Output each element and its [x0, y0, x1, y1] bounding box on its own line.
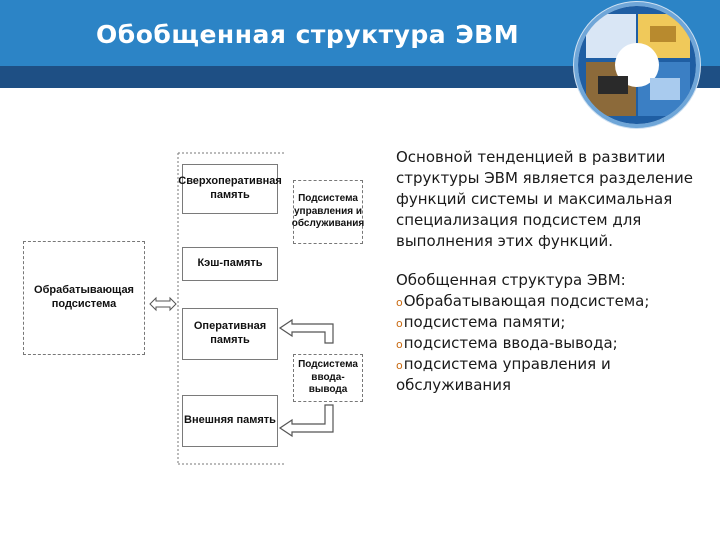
bullet-icon: o — [396, 317, 403, 330]
list-item: oподсистема ввода-вывода; — [396, 333, 714, 354]
list-item-text: подсистема памяти; — [403, 313, 566, 331]
external-memory-block: Внешняя память — [182, 395, 278, 447]
io-to-external-arrow — [278, 404, 334, 438]
processing-subsystem-label: Обрабатывающая подсистема — [34, 284, 134, 310]
processing-subsystem-block: Обрабатывающая подсистема — [23, 241, 145, 355]
external-memory-label: Внешняя память — [184, 414, 276, 427]
list-item: oподсистема памяти; — [396, 312, 714, 333]
ram-label: Оперативная память — [193, 320, 267, 346]
slide-title: Обобщенная структура ЭВМ — [96, 20, 520, 49]
bullet-icon: o — [396, 296, 403, 309]
bullet-icon: o — [396, 338, 403, 351]
control-subsystem-label: Подсистема управления и обслуживания — [291, 193, 365, 230]
list-item-text: Обрабатывающая подсистема; — [403, 292, 650, 310]
bullet-icon: o — [396, 359, 403, 372]
list-title: Обобщенная структура ЭВМ: — [396, 271, 626, 289]
cache-memory-block: Кэш-память — [182, 247, 278, 281]
super-memory-label: Сверхоперативная память — [178, 175, 282, 201]
super-memory-block: Сверхоперативная память — [178, 164, 282, 214]
double-arrow-icon — [149, 296, 177, 312]
io-subsystem-label: Подсистема ввода-вывода — [298, 359, 358, 396]
cache-memory-label: Кэш-память — [197, 257, 263, 270]
text-panel: Основной тенденцией в развитии структуры… — [396, 147, 714, 396]
list-item-text: подсистема управления и обслуживания — [396, 355, 611, 394]
io-to-ram-arrow — [278, 318, 334, 344]
list-item-text: подсистема ввода-вывода; — [403, 334, 618, 352]
control-subsystem-block: Подсистема управления и обслуживания — [291, 180, 365, 244]
intro-paragraph: Основной тенденцией в развитии структуры… — [396, 148, 694, 250]
list-item: oОбрабатывающая подсистема; — [396, 291, 714, 312]
header-band — [0, 66, 720, 88]
io-subsystem-block: Подсистема ввода-вывода — [293, 354, 363, 402]
computer-structure-diagram: Обрабатывающая подсистема Сверхоперативн… — [0, 140, 390, 480]
ram-block: Оперативная память — [182, 308, 278, 360]
list-item: oподсистема управления и обслуживания — [396, 354, 714, 396]
computer-badge-icon — [578, 6, 696, 124]
